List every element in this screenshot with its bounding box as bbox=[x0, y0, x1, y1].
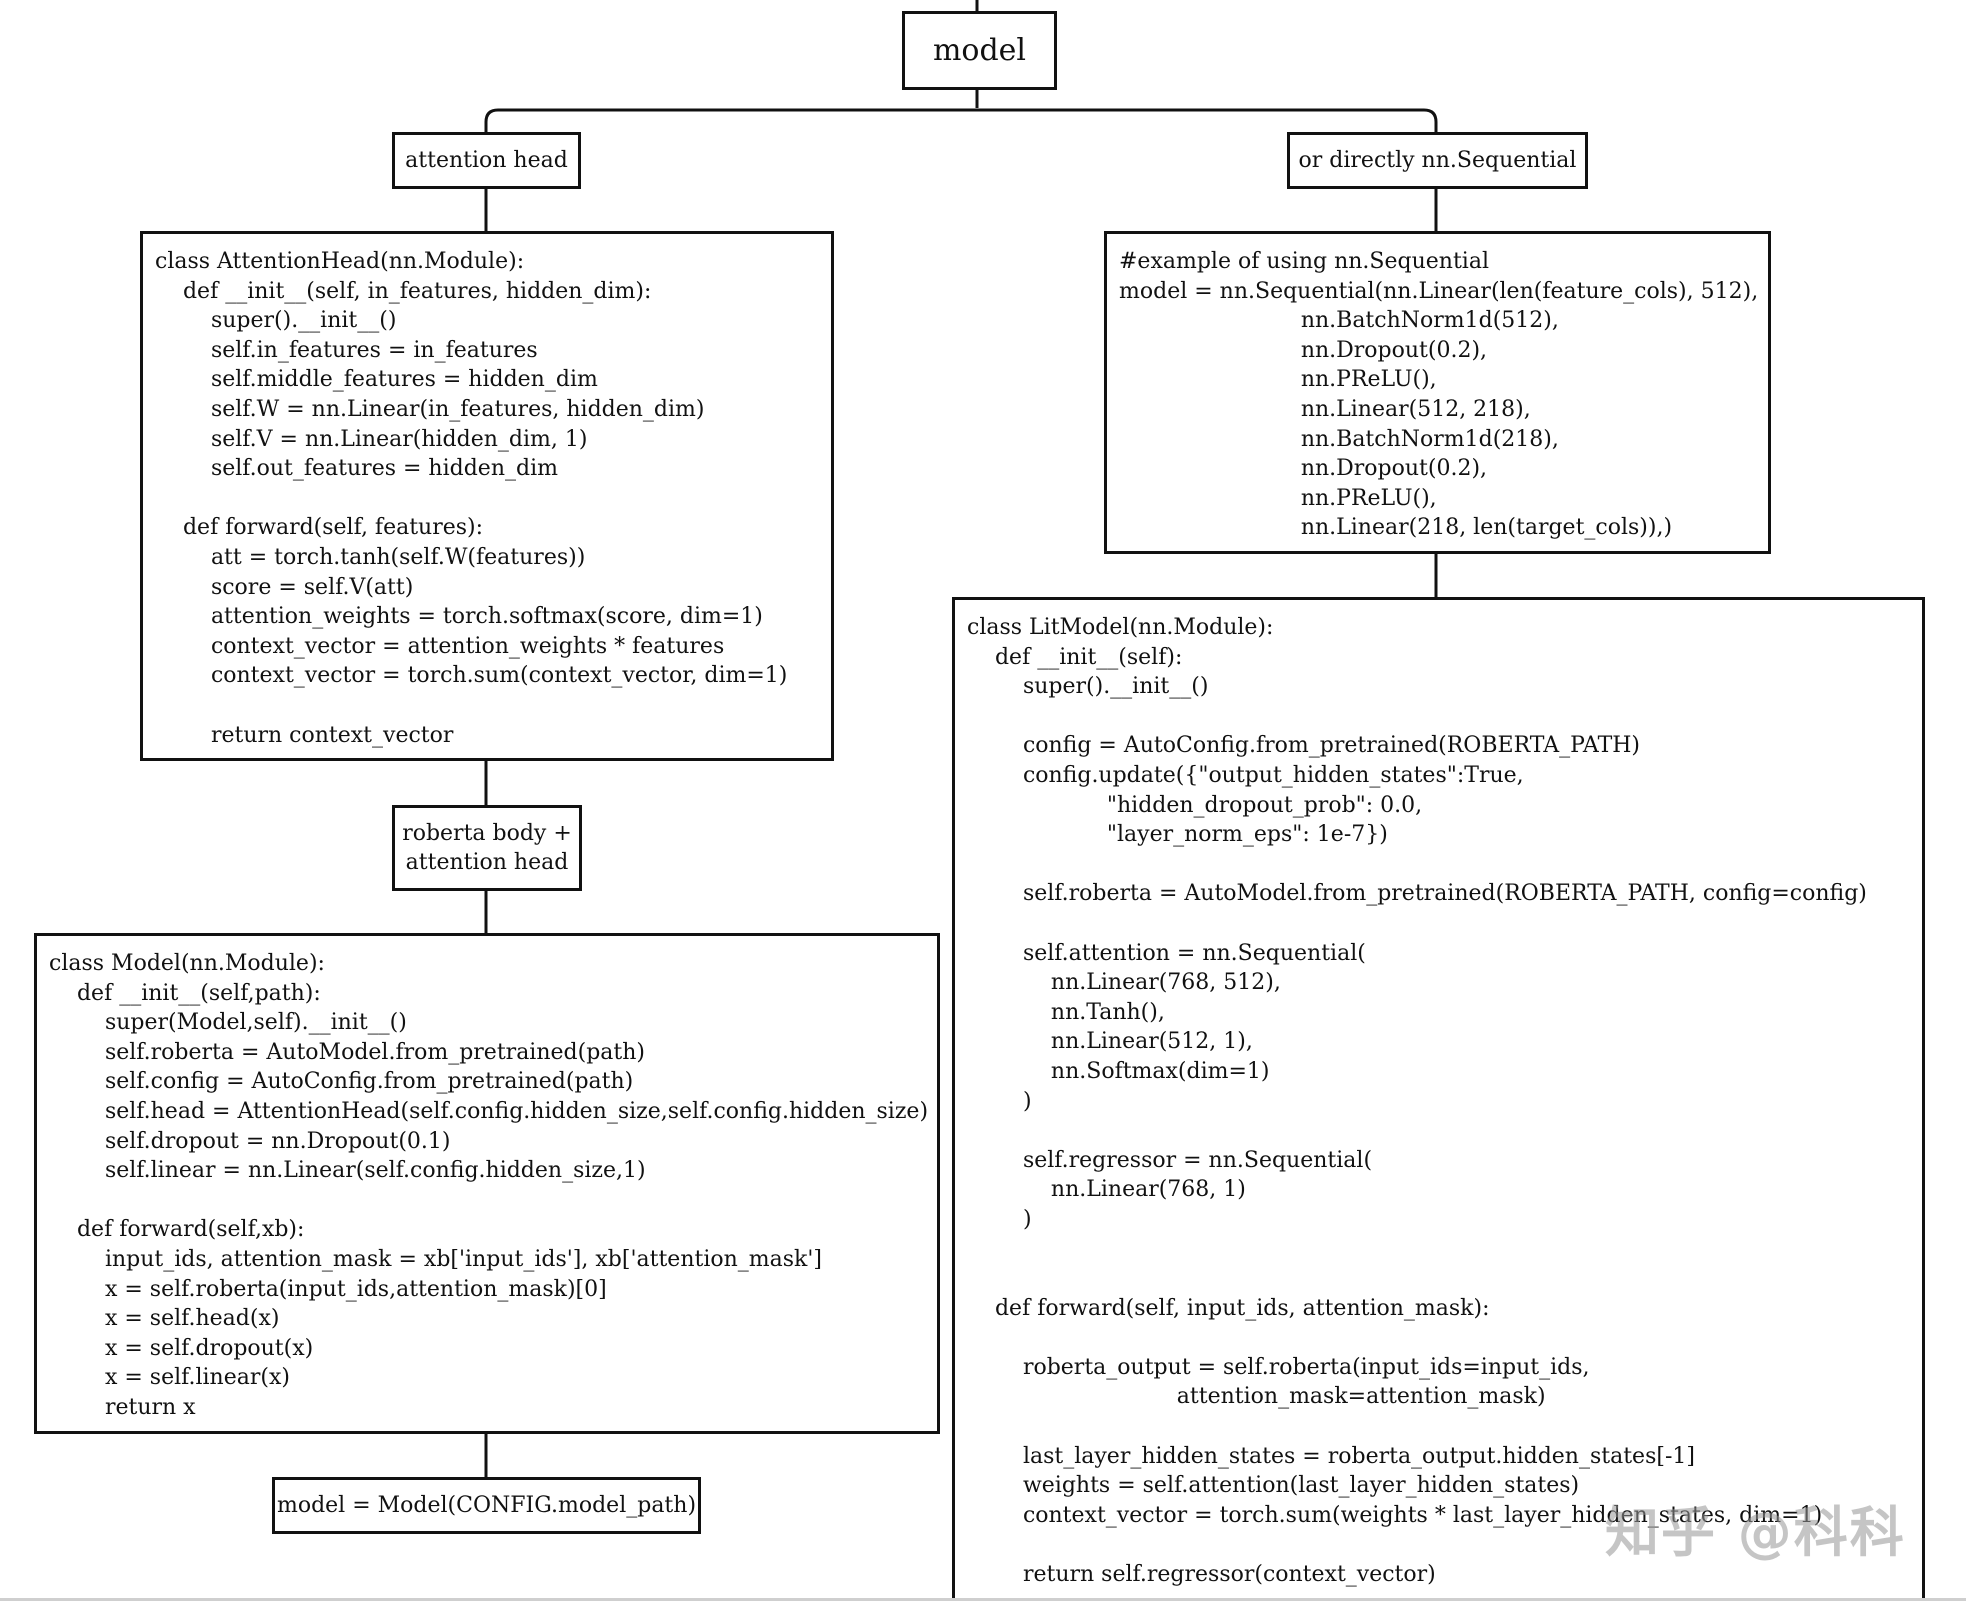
connector-branch-bar bbox=[484, 108, 1438, 132]
node-attention-head: attention head bbox=[392, 132, 581, 189]
node-roberta-body-attention-head: roberta body + attention head bbox=[392, 805, 582, 891]
code-litmodel-class: class LitModel(nn.Module): def __init__(… bbox=[952, 597, 1925, 1601]
code-model-class: class Model(nn.Module): def __init__(sel… bbox=[34, 933, 940, 1434]
code-sequential-example: #example of using nn.Sequential model = … bbox=[1104, 231, 1771, 554]
node-nn-sequential: or directly nn.Sequential bbox=[1287, 132, 1588, 189]
bottom-divider bbox=[0, 1598, 1966, 1601]
code-attention-head-class: class AttentionHead(nn.Module): def __in… bbox=[140, 231, 834, 761]
node-model-instantiation: model = Model(CONFIG.model_path) bbox=[272, 1477, 701, 1534]
watermark-text: 知乎 @科科 bbox=[1605, 1501, 1906, 1564]
node-model: model bbox=[902, 11, 1057, 90]
